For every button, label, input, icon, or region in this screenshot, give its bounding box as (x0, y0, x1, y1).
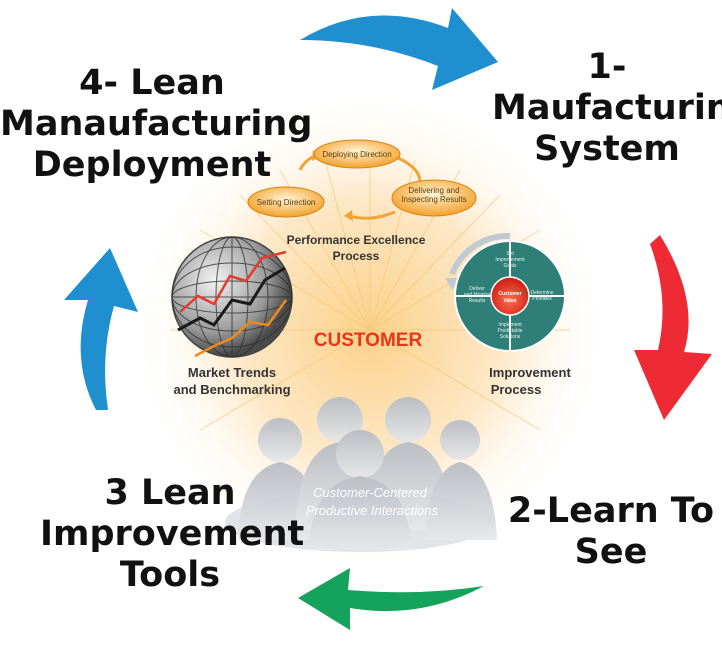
step2-label: 2-Learn To See (500, 491, 722, 573)
svg-text:Deliver: Deliver (469, 286, 485, 292)
people-silhouettes (225, 397, 497, 552)
svg-text:Solutions: Solutions (500, 334, 521, 340)
improvement-process-wheel: Customer Value Set Improvement Goals Det… (445, 232, 566, 352)
svg-text:Results: Results (469, 298, 486, 304)
customer-centered-label-line2: Productive Interactions (306, 503, 439, 518)
market-trends-label-line2: and Benchmarking (173, 382, 290, 397)
svg-text:Customer: Customer (498, 291, 521, 297)
arrow-right-icon (300, 8, 498, 90)
step1-line1: 1- (587, 47, 627, 87)
customer-center-label: CUSTOMER (314, 330, 423, 351)
step1-line2: Maufacturing (492, 88, 722, 128)
step4-line2: Manaufacturing (0, 104, 313, 144)
improvement-process-label-line1: Improvement (489, 365, 571, 380)
step3-label: 3 Lean Improvement Tools (40, 473, 305, 596)
svg-text:Set: Set (506, 251, 514, 257)
step1-line3: System (534, 129, 680, 169)
performance-excellence-cycle: Deploying Direction Setting Direction De… (247, 139, 477, 263)
market-trends-globe (171, 236, 293, 358)
svg-text:Value: Value (503, 298, 516, 304)
svg-text:and Monitor: and Monitor (464, 292, 491, 298)
performance-excellence-title: Performance Excellence (287, 233, 426, 247)
setting-direction-label: Setting Direction (257, 198, 316, 207)
delivering-results-label: Delivering and Inspecting Results (401, 186, 467, 204)
market-trends-label-line1: Market Trends (188, 365, 276, 380)
setting-direction-node (247, 186, 325, 218)
step3-line1: 3 Lean (104, 473, 236, 513)
arrow-up-icon (64, 248, 138, 410)
arrow-left-icon (298, 568, 484, 630)
step2-line2: See (574, 532, 648, 572)
svg-text:Goals: Goals (503, 263, 517, 269)
step1-label: 1- Maufacturing System (492, 47, 722, 170)
arrow-down-icon (634, 235, 712, 420)
improvement-process-label-line2: Process (491, 382, 542, 397)
delivering-results-node (391, 179, 477, 217)
svg-text:Priorities: Priorities (532, 296, 552, 302)
svg-text:Determine: Determine (530, 290, 553, 296)
svg-text:Implement: Implement (498, 322, 522, 328)
step4-label: 4- Lean Manaufacturing Deployment (0, 63, 313, 186)
svg-text:Improvement: Improvement (495, 257, 525, 263)
step2-line1: 2-Learn To (507, 491, 715, 531)
deploying-direction-label: Deploying Direction (322, 150, 391, 159)
svg-text:Predictable: Predictable (497, 328, 522, 334)
step3-line3: Tools (119, 555, 221, 595)
deploying-direction-node (313, 139, 401, 169)
step3-line2: Improvement (40, 514, 305, 554)
step4-line3: Deployment (32, 145, 272, 185)
step4-line1: 4- Lean (79, 63, 225, 103)
customer-centered-label-line1: Customer-Centered (313, 485, 428, 500)
performance-excellence-subtitle: Process (333, 249, 380, 263)
